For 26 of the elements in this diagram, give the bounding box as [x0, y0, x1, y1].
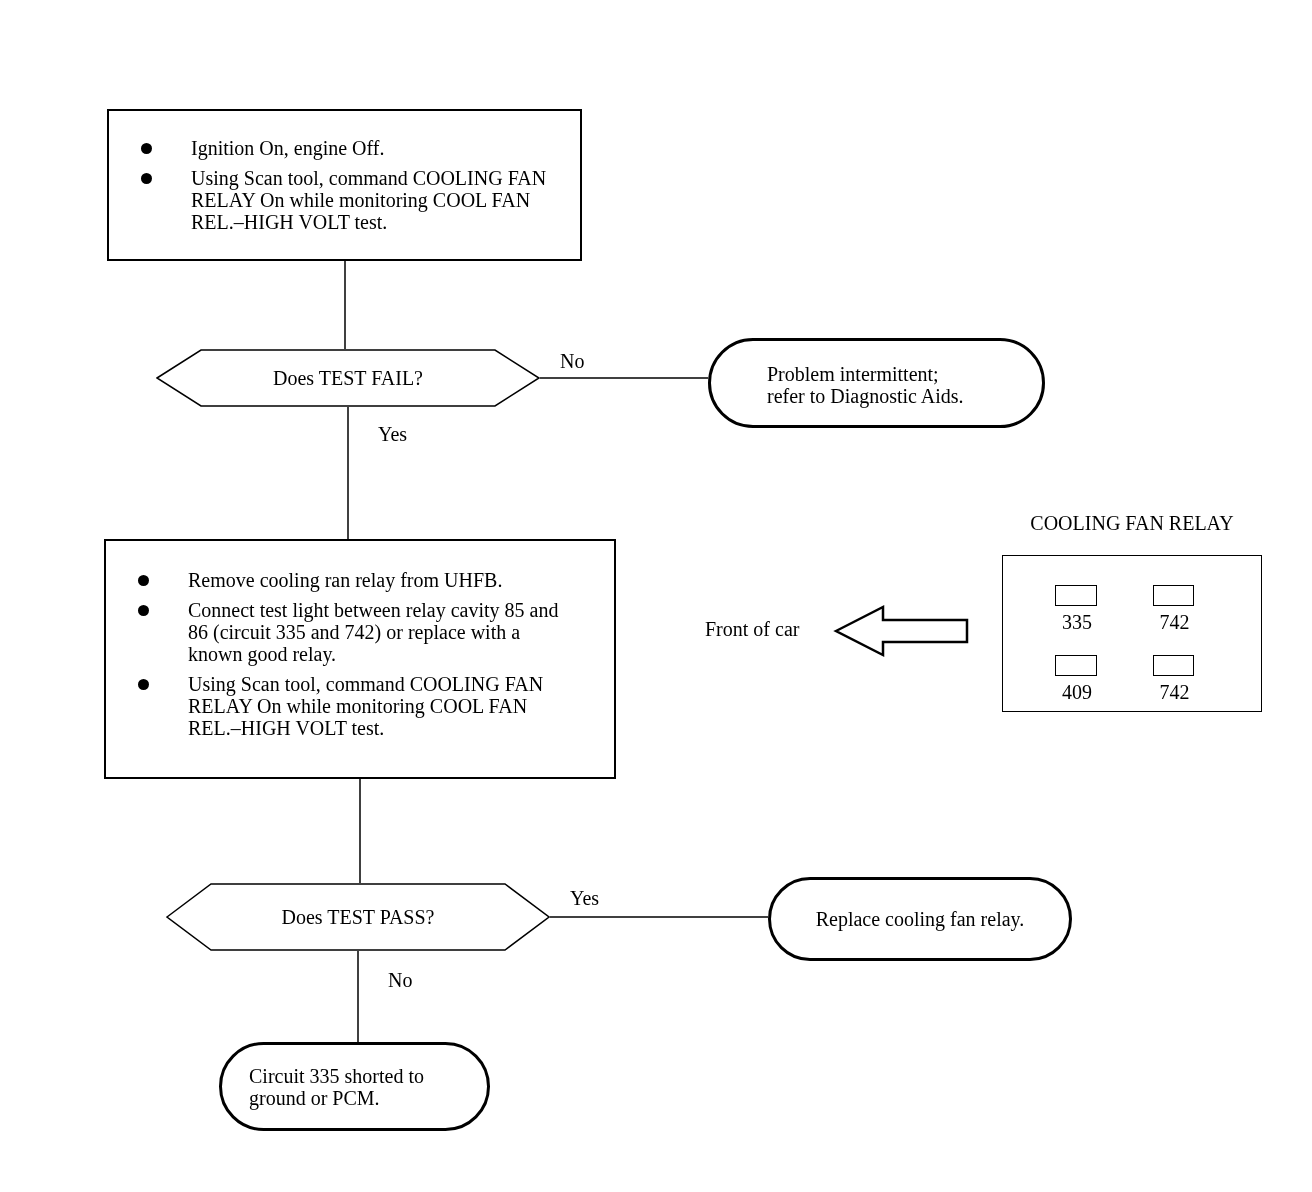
node-text: Circuit 335 shorted to ground or PCM. [249, 1065, 425, 1109]
terminal-number: 335 [1061, 611, 1093, 633]
terminal-box [708, 338, 1045, 428]
bullet-item: Remove cooling ran relay from UHFB. [106, 569, 564, 591]
diagram-heading: COOLING FAN RELAY [1029, 512, 1235, 534]
process-box [107, 109, 582, 261]
terminal-number: 742 [1158, 611, 1191, 633]
bullet-item: Ignition On, engine Off. [109, 137, 570, 159]
bullet-item: Using Scan tool, command COOLING FAN RELAY On while monitoring COOL FAN REL.–HIGH VOLT test. [109, 167, 570, 233]
terminal-number: 409 [1061, 681, 1093, 703]
node-text: Replace cooling fan relay. [815, 908, 1025, 930]
node-text: Does TEST PASS? [281, 906, 435, 928]
bullet-item: Connect test light between relay cavity 85 and 86 (circuit 335 and 742) or replace with a known good relay. [106, 599, 564, 665]
node-text: Does TEST FAIL? [273, 367, 423, 389]
connector-line [549, 916, 769, 918]
connector-line [357, 950, 359, 1043]
connector-line [359, 778, 361, 884]
terminal-box [768, 877, 1072, 961]
terminal-number: 742 [1158, 681, 1191, 703]
connector-line [344, 260, 346, 350]
bullet-item: Using Scan tool, command COOLING FAN RELAY On while monitoring COOL FAN REL.–HIGH VOLT test. [106, 673, 564, 739]
connector-line [539, 377, 709, 379]
connector-line [347, 406, 349, 540]
terminal-box [219, 1042, 490, 1131]
process-box [104, 539, 616, 779]
node-text: Problem intermittent; refer to Diagnostic Aids. [767, 363, 965, 407]
